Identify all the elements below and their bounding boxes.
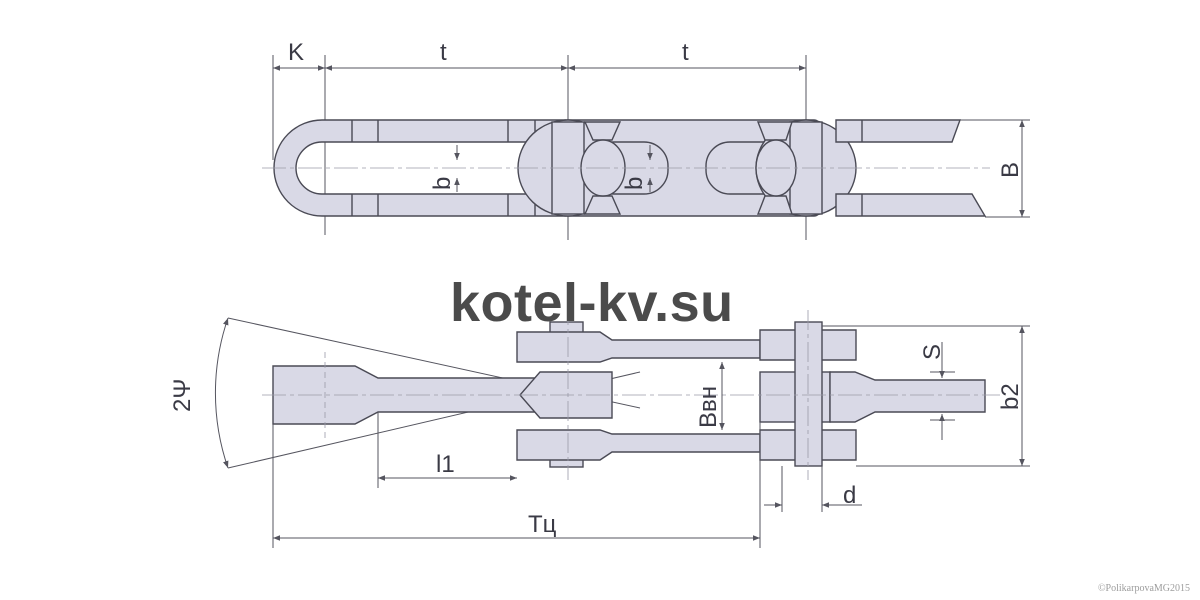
dim-label-width-b: B bbox=[997, 162, 1024, 178]
right-joint bbox=[759, 321, 986, 467]
u-link bbox=[273, 119, 566, 217]
dim-label-tc: Tц bbox=[528, 511, 557, 538]
copyright-text: ©PolikarpovaMG2015 bbox=[1097, 583, 1190, 594]
dim-label-pitch-1: t bbox=[440, 39, 447, 66]
broken-link bbox=[835, 119, 987, 217]
dim-label-pitch-2: t bbox=[682, 39, 689, 66]
dim-label-k: K bbox=[288, 39, 304, 66]
top-view: K t t b b B bbox=[262, 39, 1030, 240]
pin-joint-right bbox=[755, 119, 857, 217]
dim-label-d: d bbox=[843, 482, 856, 509]
dim-label-s: S bbox=[919, 344, 946, 360]
watermark-text: kotel-kv.su bbox=[450, 273, 734, 333]
dim-label-b-right: b bbox=[621, 177, 648, 190]
side-view: 2Ψ l1 Tц Bвн S b2 d bbox=[169, 305, 1030, 548]
dim-label-angle: 2Ψ bbox=[169, 379, 196, 412]
center-joint bbox=[516, 321, 761, 468]
dim-label-b-left: b bbox=[429, 177, 456, 190]
dim-label-l1: l1 bbox=[436, 451, 455, 478]
dim-label-bvn: Bвн bbox=[695, 386, 722, 428]
dim-label-b2: b2 bbox=[997, 383, 1024, 410]
